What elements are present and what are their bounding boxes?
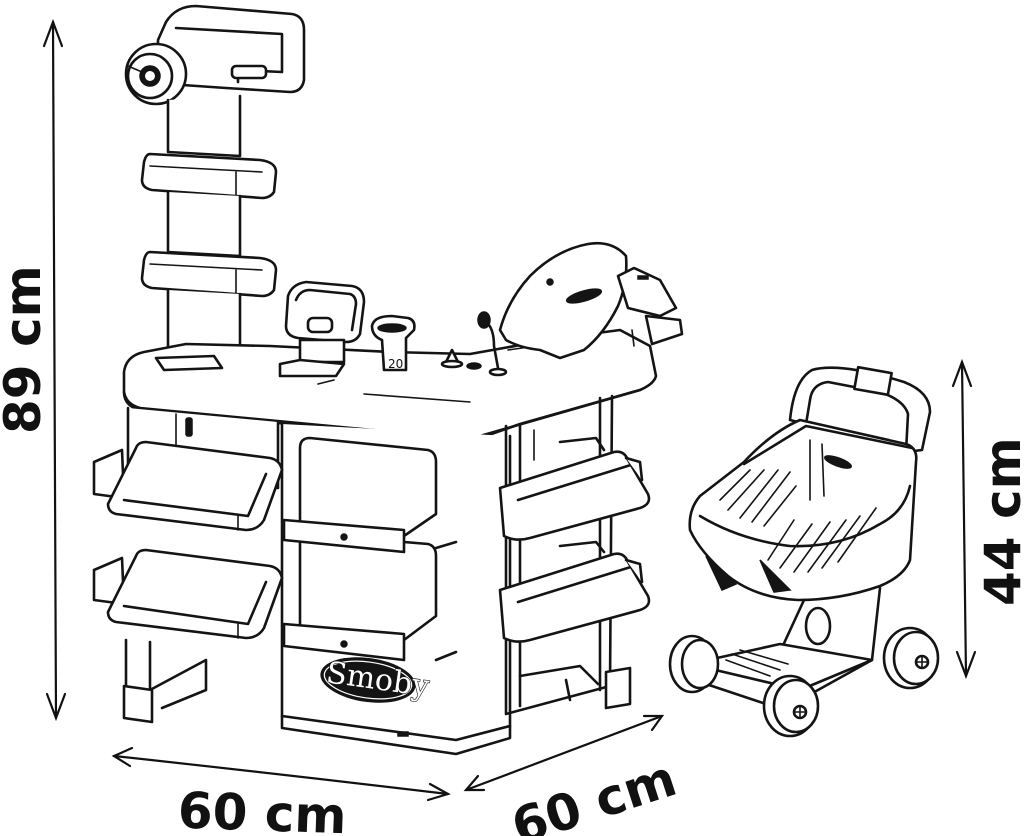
scanner-tower: [124, 4, 306, 354]
right-shelves: [498, 436, 651, 710]
depth-label: 60 cm: [505, 749, 683, 836]
cash-register-screen: [498, 241, 628, 360]
width-dimension-arrow: [111, 746, 451, 802]
left-shelves: [92, 440, 284, 724]
basket-slats: [719, 439, 877, 573]
weighing-scale: [278, 280, 366, 385]
microphone: [440, 311, 537, 377]
card-terminal: [616, 266, 684, 347]
trolley-height-dimension-arrow: [951, 358, 977, 680]
depth-dimension-arrow: [463, 714, 665, 792]
shopping-trolley: [668, 365, 940, 738]
scanner-mark: 20: [388, 357, 403, 371]
barcode-scanner: 20: [370, 314, 416, 372]
height-dimension-arrow: [42, 18, 67, 722]
height-label: 89 cm: [0, 265, 52, 434]
width-label: 60 cm: [177, 782, 348, 836]
trolley-height-label: 44 cm: [974, 437, 1024, 606]
